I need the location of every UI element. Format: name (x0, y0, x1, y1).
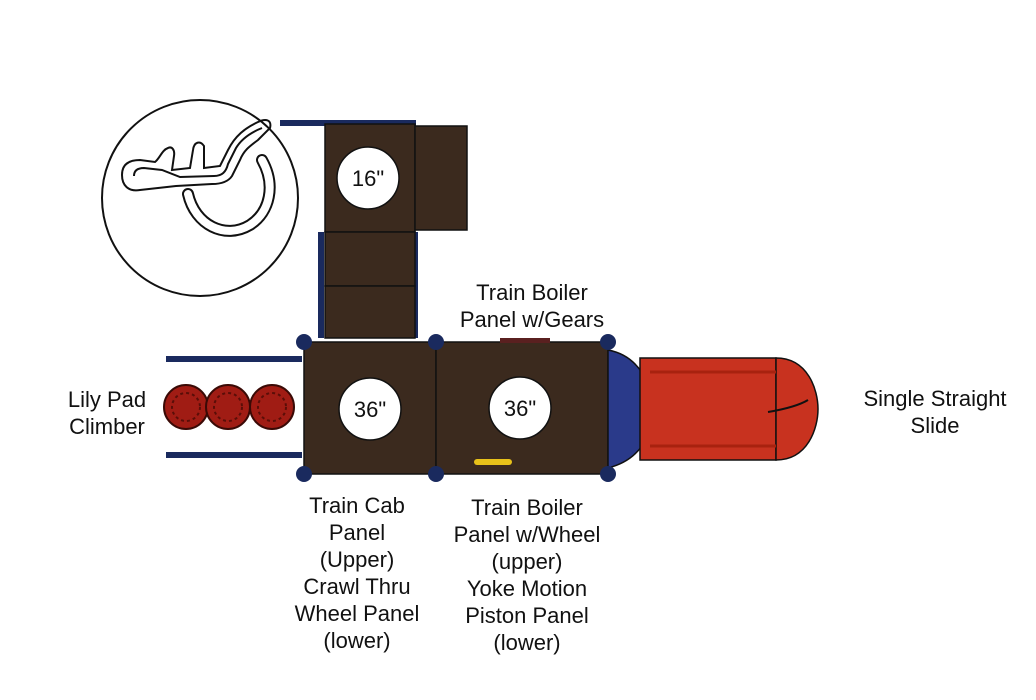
main-decks: 36" 36" (303, 338, 609, 475)
label-train-cab-panel: Train Cab Panel (Upper) Crawl Thru Wheel… (294, 493, 420, 653)
lily-pad-climber (163, 356, 302, 458)
label-train-boiler-wheel: Train Boiler Panel w/Wheel (upper) Yoke … (453, 495, 601, 655)
stair-step-1 (324, 231, 416, 287)
upper-deck-group: 16" (324, 123, 468, 339)
gear-panel-icon (500, 338, 550, 343)
upper-deck-height: 16" (352, 166, 384, 191)
upper-deck-height-badge (336, 146, 400, 210)
label-lily-pad-climber: Lily Pad Climber (67, 387, 147, 439)
steering-wheel-icon (474, 459, 512, 465)
main-deck-right (435, 341, 609, 475)
posts (296, 334, 616, 482)
label-train-boiler-gears: Train Boiler Panel w/Gears (459, 280, 605, 332)
stair-step-2 (324, 285, 416, 339)
lily-pad-3 (249, 384, 295, 430)
upper-side-panel (414, 125, 468, 231)
main-deck-right-height: 36" (504, 396, 536, 421)
lily-pad-2 (205, 384, 251, 430)
overhead-climber-circle (101, 99, 299, 297)
main-deck-left-height: 36" (354, 397, 386, 422)
label-single-straight-slide: Single Straight Slide (863, 386, 1007, 438)
lily-pad-1 (163, 384, 209, 430)
single-straight-slide (607, 349, 819, 469)
